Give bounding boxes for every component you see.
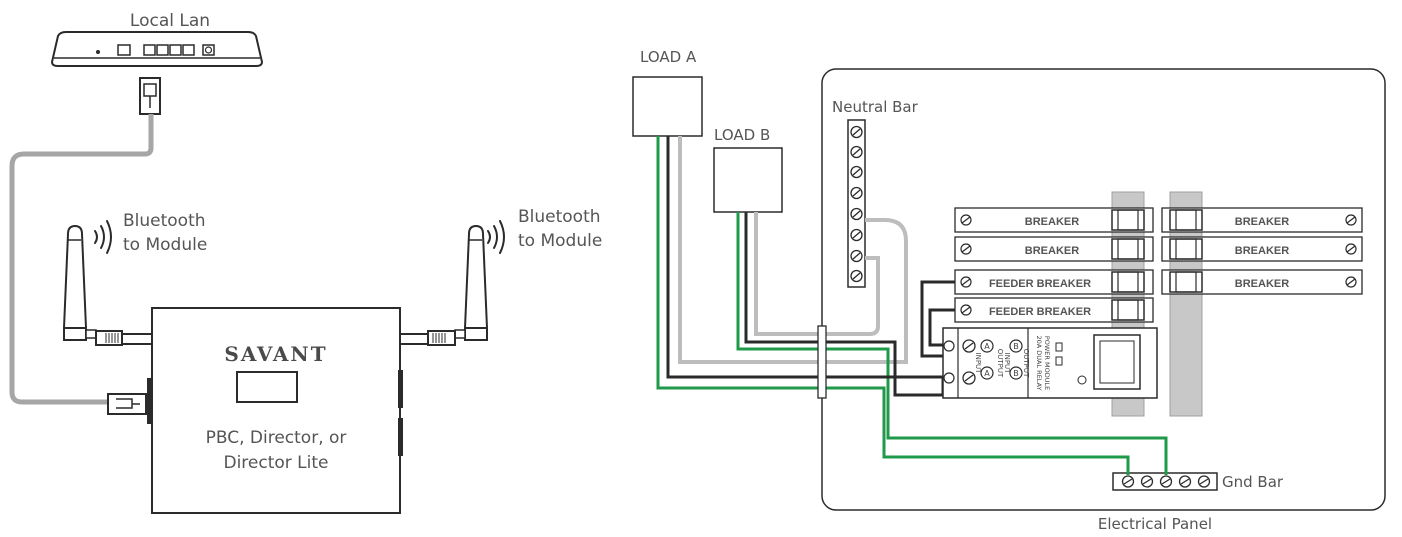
relay-module xyxy=(942,327,1158,399)
neutral-wires xyxy=(678,136,908,364)
cable-grommet xyxy=(817,325,827,399)
bluetooth-left-line2: to Module xyxy=(123,235,207,255)
feeder-breaker-row-3-left xyxy=(954,269,1154,295)
host-label-line1: PBC, Director, or xyxy=(206,428,347,448)
electrical-panel-label: Electrical Panel xyxy=(1098,515,1212,533)
module-b-bottom: B xyxy=(1013,369,1019,378)
module-title-line1: 20A DUAL RELAY xyxy=(1035,336,1043,391)
neutral-bar-label: Neutral Bar xyxy=(832,98,919,116)
rj45-plug-host xyxy=(107,393,147,415)
breaker-row-2-left xyxy=(954,236,1154,262)
module-output-b-label: OUTPUT xyxy=(1022,349,1030,378)
bluetooth-left-line1: Bluetooth xyxy=(123,211,206,231)
feeder-breaker-row-4-left xyxy=(954,297,1154,323)
feeder-breaker-label: FEEDER BREAKER xyxy=(989,306,1091,318)
module-output-a-label: OUTPUT xyxy=(996,349,1004,378)
module-input-a-label: INPUT xyxy=(974,353,982,375)
breaker-label: BREAKER xyxy=(1025,245,1079,257)
breaker-row-1-left xyxy=(954,207,1154,233)
ground-wires xyxy=(656,136,1168,475)
load-b-label: LOAD B xyxy=(714,126,770,144)
right-antenna xyxy=(399,224,489,346)
breaker-row-2-right xyxy=(1161,236,1363,262)
rj45-plug-top xyxy=(139,77,161,115)
feeder-breaker-label: FEEDER BREAKER xyxy=(989,278,1091,290)
module-b-top: B xyxy=(1013,342,1019,351)
bluetooth-right-line2: to Module xyxy=(518,231,602,251)
module-a-top: A xyxy=(984,342,990,351)
savant-logo: SAVANT xyxy=(224,342,327,366)
neutral-bar xyxy=(847,119,866,288)
local-lan-label: Local Lan xyxy=(130,11,210,31)
network-cable xyxy=(9,114,154,405)
router xyxy=(50,31,264,67)
wifi-icon-left xyxy=(94,220,112,254)
wifi-icon-right xyxy=(487,220,505,254)
load-a-label: LOAD A xyxy=(640,48,697,66)
breaker-label: BREAKER xyxy=(1235,278,1289,290)
left-antenna xyxy=(62,224,153,346)
module-input-b-label: INPUT xyxy=(1003,353,1011,375)
breaker-label: BREAKER xyxy=(1025,216,1079,228)
breaker-label: BREAKER xyxy=(1235,245,1289,257)
breaker-row-1-right xyxy=(1161,207,1363,233)
breaker-row-3-right xyxy=(1161,269,1363,295)
host-controller xyxy=(147,307,403,514)
host-label-line2: Director Lite xyxy=(223,453,328,473)
bluetooth-right-line1: Bluetooth xyxy=(518,207,601,227)
module-a-bottom: A xyxy=(984,369,990,378)
load-a-box xyxy=(632,76,703,137)
ground-bar xyxy=(1112,472,1218,491)
load-b-box xyxy=(713,147,783,213)
gnd-bar-label: Gnd Bar xyxy=(1222,473,1284,491)
module-title-line2: POWER MODULE xyxy=(1043,336,1051,390)
breaker-label: BREAKER xyxy=(1235,216,1289,228)
